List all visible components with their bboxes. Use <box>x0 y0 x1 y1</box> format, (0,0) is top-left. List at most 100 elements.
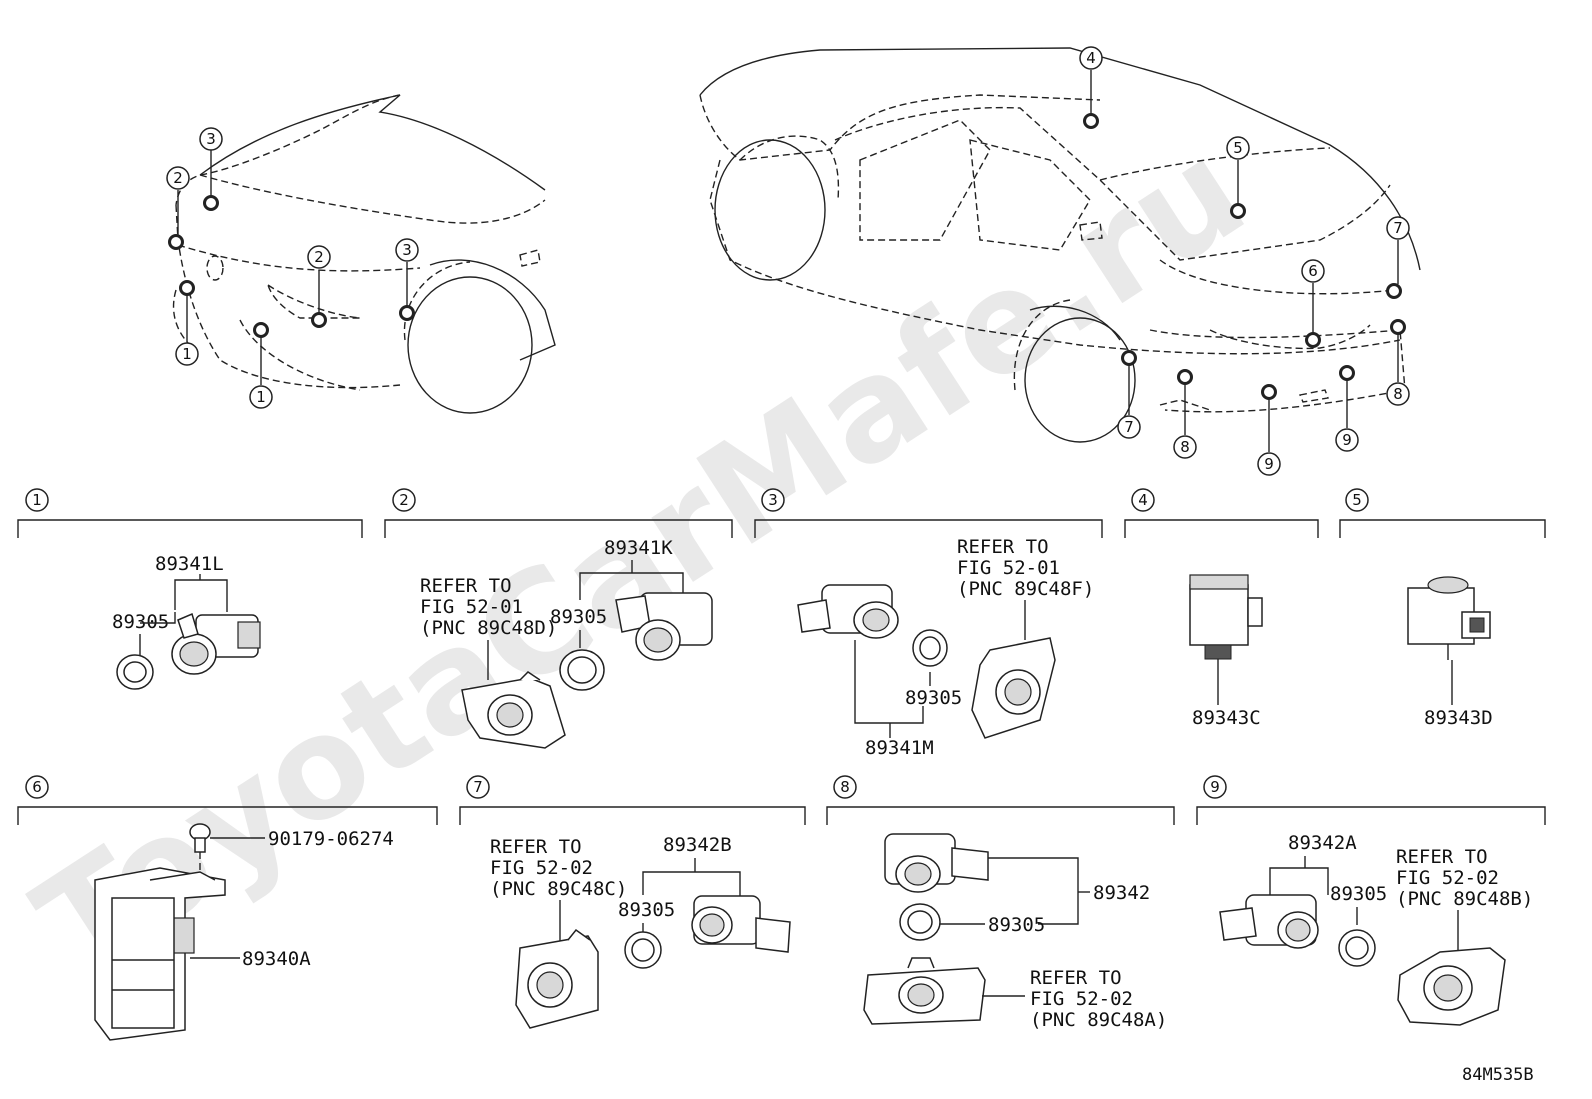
svg-text:(PNC 89C48A): (PNC 89C48A) <box>1030 1009 1167 1031</box>
svg-text:89305: 89305 <box>618 899 675 921</box>
svg-text:89341K: 89341K <box>604 537 673 559</box>
rear-car-view <box>699 47 1421 452</box>
svg-text:7: 7 <box>1393 219 1403 237</box>
svg-text:8: 8 <box>1393 385 1403 403</box>
module-89343D <box>1407 576 1491 660</box>
sensor-points-rear <box>1083 113 1406 400</box>
svg-text:FIG 52-01: FIG 52-01 <box>420 596 523 618</box>
svg-text:5: 5 <box>1233 139 1243 157</box>
svg-text:9: 9 <box>1210 778 1220 796</box>
callout-5: 5 <box>1226 136 1250 160</box>
svg-text:89305: 89305 <box>988 914 1045 936</box>
bezel-89C48C <box>515 928 599 1029</box>
svg-text:6: 6 <box>32 778 42 796</box>
svg-text:(PNC 89C48F): (PNC 89C48F) <box>957 578 1094 600</box>
ring-89305-2 <box>559 649 605 691</box>
svg-text:3: 3 <box>206 130 216 148</box>
section-6: 6 90179-06274 89340A <box>17 775 438 1041</box>
front-car-view <box>168 94 556 414</box>
svg-text:REFER TO: REFER TO <box>420 575 512 597</box>
bezel-89C48A <box>863 957 986 1025</box>
svg-text:89341L: 89341L <box>155 553 224 575</box>
callout-2-b: 2 <box>307 245 331 269</box>
callout-6: 6 <box>1301 259 1325 283</box>
section-8: 8 89342 89305 REFER TO FIG 52-02 (PNC 89… <box>826 775 1175 1031</box>
svg-text:7: 7 <box>473 778 483 796</box>
svg-text:1: 1 <box>182 345 192 363</box>
sensor-89342B <box>691 895 791 953</box>
section-9: 9 89342A 89305 REFER TO FIG 52-02 (PNC 8… <box>1196 775 1546 1026</box>
section-3: 3 REFER TO FIG 52-01 (PNC 89C48F) 89305 … <box>754 488 1103 759</box>
section-5: 5 89343D <box>1339 488 1546 729</box>
svg-text:5: 5 <box>1352 491 1362 509</box>
svg-text:(PNC 89C48D): (PNC 89C48D) <box>420 617 557 639</box>
svg-text:4: 4 <box>1086 49 1096 67</box>
svg-text:FIG 52-02: FIG 52-02 <box>1030 988 1133 1010</box>
diagram-code: 84M535B <box>1462 1065 1534 1085</box>
svg-text:REFER TO: REFER TO <box>957 536 1049 558</box>
callout-2-a: 2 <box>166 166 190 190</box>
section-7: 7 REFER TO FIG 52-02 (PNC 89C48C) 89342B… <box>459 775 806 1029</box>
svg-text:1: 1 <box>32 491 42 509</box>
svg-text:89305: 89305 <box>112 611 169 633</box>
callout-1-a: 1 <box>175 342 199 366</box>
ring-89305-9 <box>1338 929 1376 967</box>
callout-8-b: 8 <box>1173 435 1197 459</box>
svg-text:89305: 89305 <box>550 606 607 628</box>
callout-7-b: 7 <box>1117 415 1141 439</box>
callout-9-b: 9 <box>1335 428 1359 452</box>
svg-text:3: 3 <box>402 241 412 259</box>
svg-text:89305: 89305 <box>1330 883 1387 905</box>
svg-text:8: 8 <box>840 778 850 796</box>
bezel-89C48D <box>461 671 566 749</box>
callout-1-b: 1 <box>249 385 273 409</box>
svg-text:9: 9 <box>1264 455 1274 473</box>
svg-text:2: 2 <box>314 248 324 266</box>
svg-text:8: 8 <box>1180 438 1190 456</box>
section-4: 4 89343C <box>1124 488 1319 729</box>
ecu-89340A <box>94 867 226 1041</box>
svg-text:89340A: 89340A <box>242 948 311 970</box>
svg-text:FIG 52-02: FIG 52-02 <box>1396 867 1499 889</box>
callout-4: 4 <box>1079 46 1103 70</box>
ring-89305-8 <box>899 903 941 941</box>
svg-text:REFER TO: REFER TO <box>1030 967 1122 989</box>
section-1: 1 89341L 89305 <box>17 488 363 690</box>
callout-3-b: 3 <box>395 238 419 262</box>
svg-text:2: 2 <box>399 491 409 509</box>
svg-text:89305: 89305 <box>905 687 962 709</box>
callout-8-a: 8 <box>1386 382 1410 406</box>
svg-text:89341M: 89341M <box>865 737 934 759</box>
module-89343C <box>1189 574 1263 660</box>
svg-text:(PNC 89C48B): (PNC 89C48B) <box>1396 888 1533 910</box>
svg-text:9: 9 <box>1342 431 1352 449</box>
svg-text:89342B: 89342B <box>663 834 732 856</box>
sensor-89342 <box>884 833 989 893</box>
svg-text:REFER TO: REFER TO <box>1396 846 1488 868</box>
ring-89305-7 <box>624 931 662 969</box>
svg-text:FIG 52-02: FIG 52-02 <box>490 857 593 879</box>
ring-89305-1 <box>116 654 154 690</box>
callout-9-a: 9 <box>1257 452 1281 476</box>
svg-text:4: 4 <box>1138 491 1148 509</box>
sensor-89341K <box>615 592 713 661</box>
svg-text:FIG 52-01: FIG 52-01 <box>957 557 1060 579</box>
bezel-89C48F <box>971 637 1056 739</box>
svg-text:REFER TO: REFER TO <box>490 836 582 858</box>
svg-text:1: 1 <box>256 388 266 406</box>
sensor-89341M <box>797 584 899 639</box>
svg-text:89342A: 89342A <box>1288 832 1357 854</box>
callout-7-a: 7 <box>1386 216 1410 240</box>
svg-text:89342: 89342 <box>1093 882 1150 904</box>
svg-text:90179-06274: 90179-06274 <box>268 828 394 850</box>
svg-text:3: 3 <box>768 491 778 509</box>
bolt-90179-06274 <box>189 823 211 853</box>
bezel-89C48B <box>1397 947 1506 1026</box>
sensor-89342A <box>1219 894 1319 949</box>
sensor-points-front <box>168 195 415 338</box>
sensor-89341L <box>171 612 261 675</box>
svg-text:89343D: 89343D <box>1424 707 1493 729</box>
svg-text:(PNC 89C48C): (PNC 89C48C) <box>490 878 627 900</box>
svg-text:6: 6 <box>1308 262 1318 280</box>
